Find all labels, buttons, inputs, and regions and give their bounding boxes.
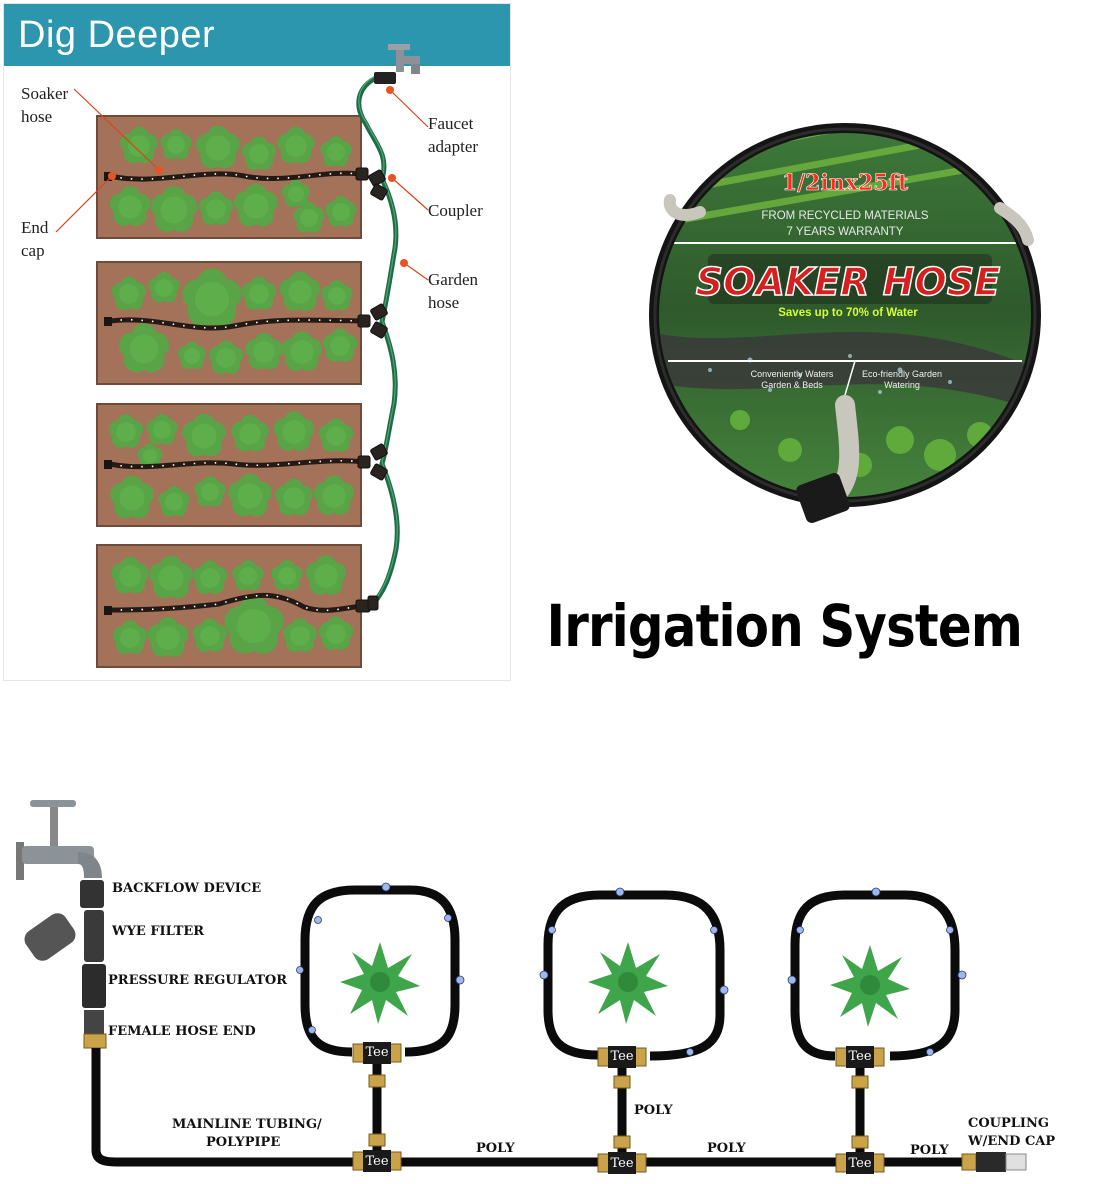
- coupling-end-cap: [961, 1152, 1027, 1172]
- callout-coupler: Coupler: [428, 201, 483, 220]
- label-mainline-1: MAINLINE TUBING/: [172, 1117, 322, 1132]
- end-caps: [104, 172, 112, 615]
- irrigation-system-diagram: Tee Tee Tee Tee Tee Tee: [16, 800, 1027, 1175]
- label-backflow-device: BACKFLOW DEVICE: [112, 881, 262, 896]
- callout-soaker-hose: Soaker hose: [21, 84, 69, 126]
- soaker-hose-holes: [109, 172, 365, 612]
- garden-bed-4: [96, 544, 362, 668]
- soaker-loops: [300, 885, 960, 1061]
- tee-label: Tee: [365, 1045, 388, 1060]
- pressure-regulator: [82, 964, 106, 1008]
- product-feature-right-2: Watering: [884, 380, 920, 390]
- product-tagline: Saves up to 70% of Water: [778, 307, 918, 319]
- tee-label: Tee: [848, 1049, 871, 1064]
- tee-label: Tee: [610, 1049, 633, 1064]
- product-size: 1/2inx25ft: [782, 170, 909, 196]
- plant-3: [830, 945, 910, 1027]
- garden-bed-2: [96, 261, 362, 385]
- product-warranty: 7 YEARS WARRANTY: [787, 226, 904, 238]
- backflow-device: [80, 880, 104, 908]
- plant-1: [340, 942, 420, 1024]
- label-coupling-1: COUPLING: [968, 1116, 1049, 1131]
- callout-end-cap: End cap: [21, 218, 49, 260]
- coupler-fittings: [355, 167, 388, 613]
- label-poly: POLY: [634, 1103, 673, 1118]
- product-brand: SOAKER HOSE: [696, 260, 1000, 304]
- tee-label: Tee: [610, 1156, 633, 1171]
- tee-labels: Tee Tee Tee Tee Tee Tee: [365, 1045, 871, 1171]
- garden-bed-diagram: [55, 44, 429, 668]
- label-poly: POLY: [910, 1143, 949, 1158]
- female-hose-end: [83, 1010, 107, 1049]
- water-droplets: [296, 882, 967, 1056]
- label-poly: POLY: [707, 1141, 746, 1156]
- product-material: FROM RECYCLED MATERIALS: [761, 210, 929, 222]
- callout-leaders: [55, 88, 429, 281]
- panel-header: [4, 4, 510, 66]
- callout-garden-hose: Garden hose: [428, 270, 479, 312]
- label-wye-filter: WYE FILTER: [112, 924, 205, 939]
- wye-filter: [24, 910, 104, 962]
- product-feature-right-1: Eco-friendly Garden: [862, 369, 942, 379]
- label-poly: POLY: [476, 1141, 515, 1156]
- callout-faucet-adapter: Faucet adapter: [428, 114, 479, 156]
- product-feature-left-2: Garden & Beds: [761, 380, 823, 390]
- soaker-hose-product: 1/2inx25ft FROM RECYCLED MATERIALS 7 YEA…: [649, 123, 1041, 523]
- plant-2: [588, 942, 668, 1024]
- product-feature-left-1: Conveniently Waters: [751, 369, 834, 379]
- tee-label: Tee: [365, 1154, 388, 1169]
- label-coupling-2: W/END CAP: [968, 1134, 1056, 1149]
- garden-hose-line: [356, 73, 400, 611]
- faucet-icon: [16, 800, 102, 880]
- mainline-tubing: [91, 1048, 970, 1167]
- headline: Irrigation System: [546, 592, 1023, 660]
- panel-title: Dig Deeper: [18, 14, 216, 56]
- tee-label: Tee: [848, 1156, 871, 1171]
- label-pressure-regulator: PRESSURE REGULATOR: [108, 973, 288, 988]
- label-female-hose-end: FEMALE HOSE END: [108, 1024, 256, 1039]
- dig-deeper-panel: Dig Deeper: [4, 4, 510, 680]
- callout-dots: [108, 86, 408, 267]
- faucet-icon: [374, 44, 420, 84]
- tee-fittings: [352, 1041, 885, 1175]
- label-mainline-2: POLYPIPE: [206, 1135, 281, 1150]
